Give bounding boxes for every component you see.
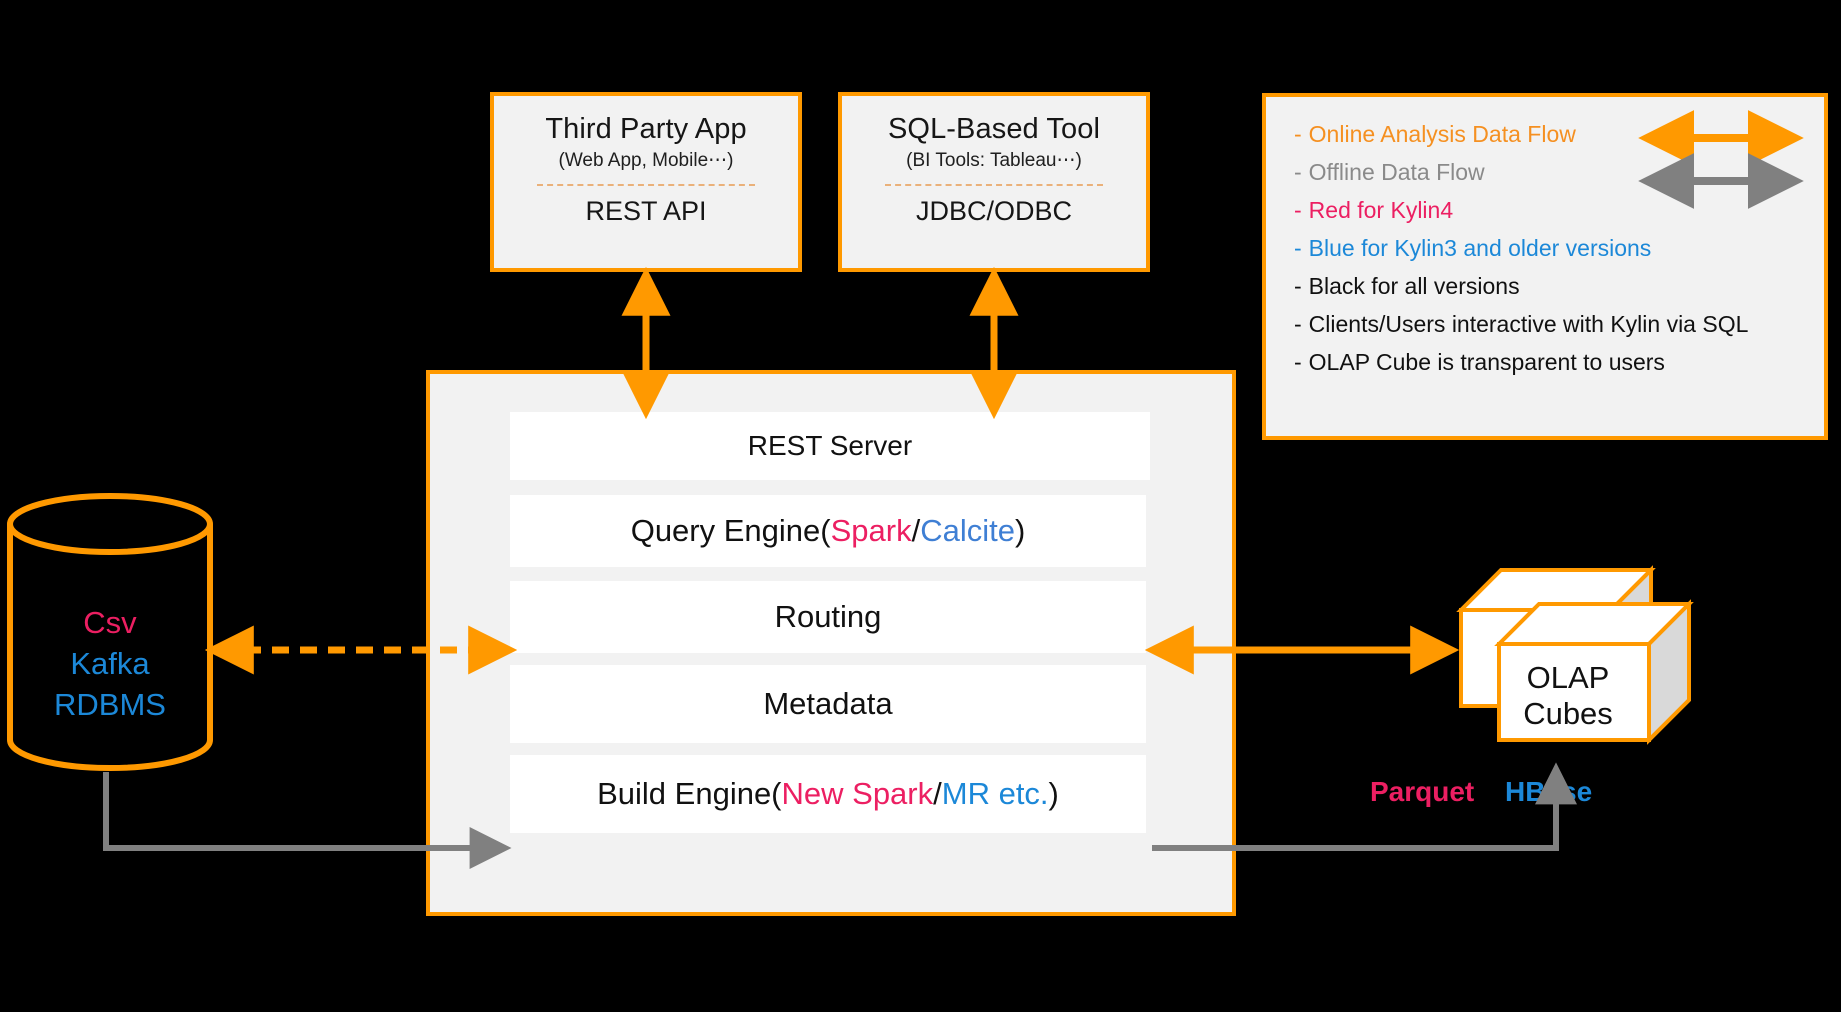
layer-text-2: / xyxy=(911,513,921,548)
layer-text-4: ) xyxy=(1014,513,1026,548)
layer-text-4: ) xyxy=(1048,776,1059,811)
olap-cube-label-line1: OLAP xyxy=(1526,660,1610,695)
layer-text-3: MR etc. xyxy=(941,776,1049,811)
legend-dash: - xyxy=(1294,158,1302,185)
layer-metadata: Metadata xyxy=(510,665,1146,743)
legend-dash: - xyxy=(1294,310,1302,337)
layer-text-3: Calcite xyxy=(920,513,1015,548)
third-party-app-subtitle: (Web App, Mobile⋯) xyxy=(558,150,734,171)
sql-based-tool-subtitle: (BI Tools: Tableau⋯) xyxy=(906,150,1082,171)
legend-item-label: Red for Kylin4 xyxy=(1308,196,1454,223)
legend-item-online-flow: - Online Analysis Data Flow xyxy=(1294,115,1824,153)
data-source-csv: Csv xyxy=(83,605,137,640)
data-source-rdbms: RDBMS xyxy=(54,687,166,723)
layer-text: REST Server xyxy=(747,430,913,461)
legend-item-black-all: - Black for all versions xyxy=(1294,267,1824,305)
sql-based-tool-api: JDBC/ODBC xyxy=(915,196,1072,226)
legend-item-label: Online Analysis Data Flow xyxy=(1308,120,1576,147)
legend-item-blue-kylin3: - Blue for Kylin3 and older versions xyxy=(1294,229,1824,267)
third-party-app-api: REST API xyxy=(585,196,707,226)
legend-item-label: Clients/Users interactive with Kylin via… xyxy=(1308,310,1749,337)
legend-dash: - xyxy=(1294,272,1302,299)
data-source-cylinder: Csv Kafka RDBMS xyxy=(4,492,216,772)
legend-item-label: Black for all versions xyxy=(1308,272,1520,299)
storage-format-hbase: HBase xyxy=(1505,776,1593,807)
third-party-app-box: Third Party App (Web App, Mobile⋯) REST … xyxy=(490,92,802,272)
layer-query-engine: Query Engine(Spark/Calcite) xyxy=(510,495,1146,567)
layer-text-0: Query Engine( xyxy=(630,513,831,548)
layer-text-1: New Spark xyxy=(781,776,934,811)
legend-dash: - xyxy=(1294,348,1302,375)
legend-item-clients-sql: - Clients/Users interactive with Kylin v… xyxy=(1294,305,1824,343)
olap-cube-label: OLAP Cubes xyxy=(1448,660,1688,731)
legend-box: - Online Analysis Data Flow - Offline Da… xyxy=(1262,93,1828,440)
third-party-app-title: Third Party App xyxy=(545,113,747,145)
legend-item-red-kylin4: - Red for Kylin4 xyxy=(1294,191,1824,229)
layer-build-engine: Build Engine(New Spark/MR etc.) xyxy=(510,755,1146,833)
divider xyxy=(536,184,756,186)
data-source-labels: Csv Kafka RDBMS xyxy=(4,602,216,726)
legend-dash: - xyxy=(1294,120,1302,147)
legend-item-label: OLAP Cube is transparent to users xyxy=(1308,348,1665,375)
legend-item-label: Blue for Kylin3 and older versions xyxy=(1308,234,1652,261)
olap-cubes: OLAP Cubes xyxy=(1455,540,1695,770)
layer-rest-server: REST Server xyxy=(510,412,1150,480)
legend-dash: - xyxy=(1294,196,1302,223)
layer-text-0: Build Engine( xyxy=(597,776,782,811)
storage-format-parquet: Parquet xyxy=(1370,776,1475,807)
layer-text: Routing xyxy=(774,599,882,634)
legend-item-label: Offline Data Flow xyxy=(1308,158,1485,185)
legend-item-olap-transparent: - OLAP Cube is transparent to users xyxy=(1294,343,1824,381)
legend-dash: - xyxy=(1294,234,1302,261)
sql-based-tool-title: SQL-Based Tool xyxy=(887,113,1101,145)
layer-text-2: / xyxy=(933,776,942,811)
olap-cube-label-line2: Cubes xyxy=(1523,695,1613,731)
layer-text-1: Spark xyxy=(830,513,912,548)
data-source-kafka: Kafka xyxy=(70,646,150,682)
divider xyxy=(884,184,1104,186)
sql-based-tool-box: SQL-Based Tool (BI Tools: Tableau⋯) JDBC… xyxy=(838,92,1150,272)
legend-item-offline-flow: - Offline Data Flow xyxy=(1294,153,1824,191)
cube-shape xyxy=(1456,565,1694,745)
layer-routing: Routing xyxy=(510,581,1146,653)
layer-text: Metadata xyxy=(763,686,893,721)
